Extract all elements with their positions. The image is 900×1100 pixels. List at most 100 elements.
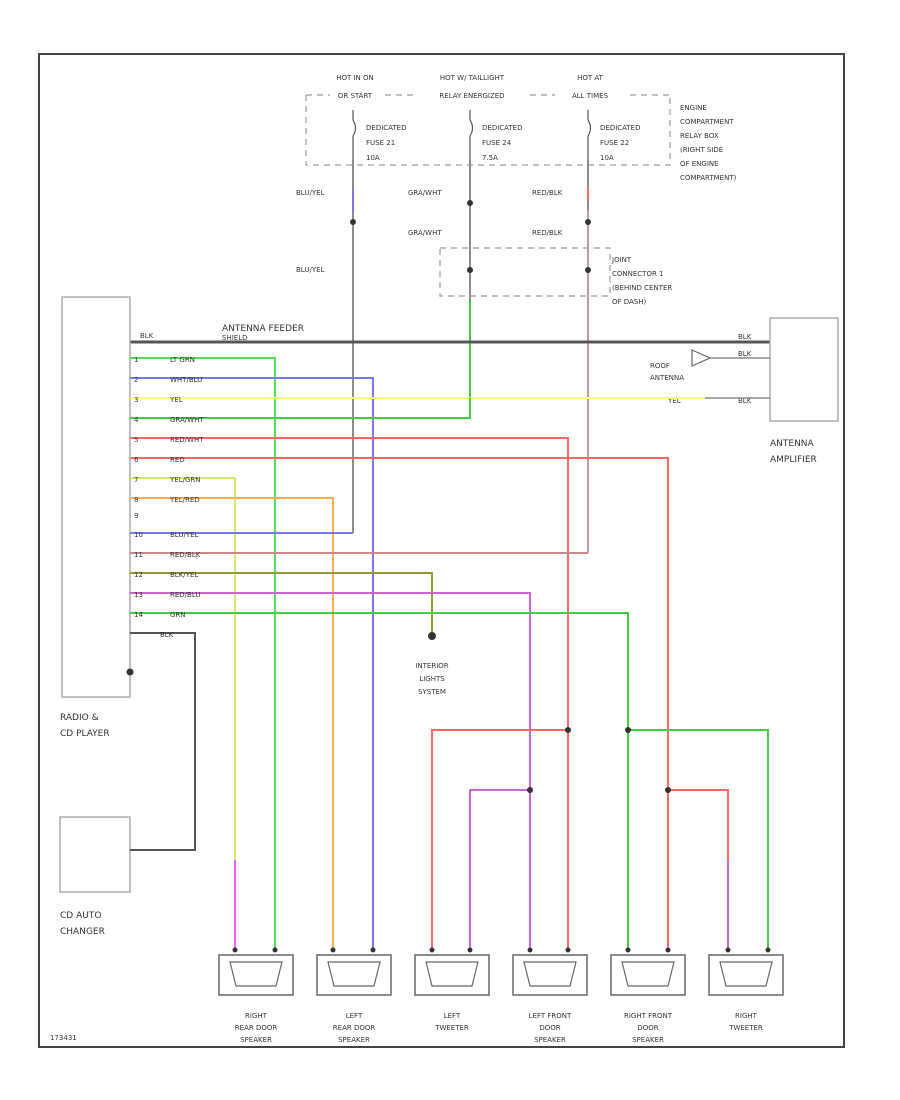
splice-dot	[665, 787, 671, 793]
terminal-dot	[429, 947, 435, 953]
speaker-box	[316, 954, 392, 996]
fuse-symbols	[352, 110, 592, 160]
interior-lights-dot	[428, 632, 436, 640]
speaker-label-line3: SPEAKER	[338, 1036, 370, 1044]
speaker-label-line1: RIGHT FRONT	[624, 1012, 673, 1020]
yel-grn-wire	[130, 477, 236, 948]
joint-connector-outline	[439, 247, 611, 297]
radio-label-line1: RADIO &	[60, 713, 99, 723]
grn-wire	[130, 612, 629, 948]
speaker-label-line2: REAR DOOR	[235, 1024, 278, 1032]
fuse-21-amps: 10A	[366, 154, 380, 162]
fuse-22: HOT AT ALL TIMES DEDICATED FUSE 22 10A	[572, 74, 641, 162]
splice-dot	[565, 727, 571, 733]
fuse-22-number: FUSE 22	[600, 139, 629, 147]
left-tweeter-purple-branch	[469, 789, 530, 948]
tweeter-branches	[234, 729, 769, 948]
speaker-label-line3: SPEAKER	[534, 1036, 566, 1044]
speaker-box	[610, 954, 686, 996]
radio-pin-number: 3	[134, 396, 138, 404]
terminal-dot	[765, 947, 771, 953]
diagram-code: 173431	[50, 1034, 77, 1042]
radio-pin-number: 4	[134, 416, 139, 424]
fuse-24-relay-label: RELAY ENERGIZED	[439, 92, 504, 100]
amp-pin-label: BLK	[738, 333, 752, 341]
speaker-left-rear-door: LEFT REAR DOOR SPEAKER	[316, 954, 392, 1044]
speaker-label-line1: RIGHT	[735, 1012, 758, 1020]
top-wire-labels: BLU/YEL BLU/YEL GRA/WHT GRA/WHT RED/BLK …	[296, 189, 563, 274]
fuse-21: HOT IN ON OR START DEDICATED FUSE 21 10A	[336, 74, 406, 162]
blu-yel-label: BLU/YEL	[296, 189, 325, 197]
joint-connector-label-line: JOINT	[611, 256, 632, 264]
amp-pin-labels: BLK BLK YEL BLK	[667, 333, 752, 405]
terminal-dot	[625, 947, 631, 953]
cd-auto-changer-box	[59, 816, 131, 893]
left-tweeter-red-branch	[431, 729, 568, 948]
interior-lights-label-line: SYSTEM	[418, 688, 446, 696]
radio-wire-label: WHT/BLU	[170, 376, 202, 384]
connector-dot	[585, 219, 591, 225]
speaker-terminals	[232, 947, 771, 953]
radio-ground-dot	[126, 668, 134, 676]
interior-lights-label-line: LIGHTS	[419, 675, 445, 683]
speaker-cone	[621, 961, 675, 987]
antenna-amp-label-line2: AMPLIFIER	[770, 455, 817, 465]
amp-pin-label: BLK	[738, 397, 752, 405]
radio-pin-number: 5	[134, 436, 138, 444]
radio-wire-label: YEL/RED	[169, 496, 200, 504]
radio-pin-number: 10	[134, 531, 143, 539]
radio-pin-number: 7	[134, 476, 138, 484]
antenna-amp-label-line1: ANTENNA	[770, 439, 815, 449]
speaker-label-line1: LEFT	[444, 1012, 461, 1020]
terminal-dot	[467, 947, 473, 953]
gra-wht-label: GRA/WHT	[408, 229, 442, 237]
terminal-dot	[665, 947, 671, 953]
roof-antenna-label-line1: ROOF	[650, 362, 670, 370]
speaker-label-line1: LEFT	[346, 1012, 363, 1020]
connector-dot	[350, 219, 356, 225]
terminal-dot	[330, 947, 336, 953]
radio-harness	[130, 357, 705, 948]
speaker-label-line2: REAR DOOR	[333, 1024, 376, 1032]
diagram-frame	[38, 53, 845, 1048]
radio-wire-label: RED/BLU	[170, 591, 201, 599]
terminal-dot	[370, 947, 376, 953]
fuse-24-name: DEDICATED	[482, 124, 523, 132]
speaker-box	[218, 954, 294, 996]
fuse-24-number: FUSE 24	[482, 139, 512, 147]
joint-connector-label-line: (BEHIND CENTER	[612, 284, 672, 292]
connector-dot	[467, 200, 473, 206]
fuse-21-symbol	[352, 110, 357, 160]
speaker-label-line2: DOOR	[539, 1024, 560, 1032]
relay-box-label-line: ENGINE	[680, 104, 707, 112]
yel-red-wire	[130, 497, 334, 948]
relay-box-label: ENGINE COMPARTMENT RELAY BOX (RIGHT SIDE…	[680, 104, 737, 182]
speaker-label-line3: SPEAKER	[632, 1036, 664, 1044]
terminal-dot	[565, 947, 571, 953]
speaker-box	[414, 954, 490, 996]
fuse-24: HOT W/ TAILLIGHT RELAY ENERGIZED DEDICAT…	[439, 74, 522, 162]
radio-pin-number: 6	[134, 456, 139, 464]
wht-blu-wire	[130, 377, 374, 948]
amp-pin-label: YEL	[667, 397, 681, 405]
supply-wires	[352, 160, 589, 553]
radio-wire-label: BLU/YEL	[170, 531, 199, 539]
speaker-left-front-door: LEFT FRONT DOOR SPEAKER	[512, 954, 588, 1044]
radio-pin-number: 1	[134, 356, 138, 364]
supply-dots	[350, 200, 591, 273]
blk-ground-wire	[130, 632, 196, 851]
connector-dot	[585, 267, 591, 273]
speaker-box	[708, 954, 784, 996]
changer-label-line2: CHANGER	[60, 927, 105, 937]
fuse-24-hot-label: HOT W/ TAILLIGHT	[440, 74, 505, 82]
radio-pin-number: 8	[134, 496, 138, 504]
relay-box-label-line: (RIGHT SIDE	[680, 146, 723, 154]
fuse-22-name: DEDICATED	[600, 124, 641, 132]
radio-pin-number: 9	[134, 512, 138, 520]
relay-box-label-line: COMPARTMENT)	[680, 174, 737, 182]
speaker-box	[512, 954, 588, 996]
radio-pin-number: 12	[134, 571, 143, 579]
amp-pin-label: BLK	[738, 350, 752, 358]
joint-connector-label-line: OF DASH)	[612, 298, 647, 306]
connector-dot	[467, 267, 473, 273]
